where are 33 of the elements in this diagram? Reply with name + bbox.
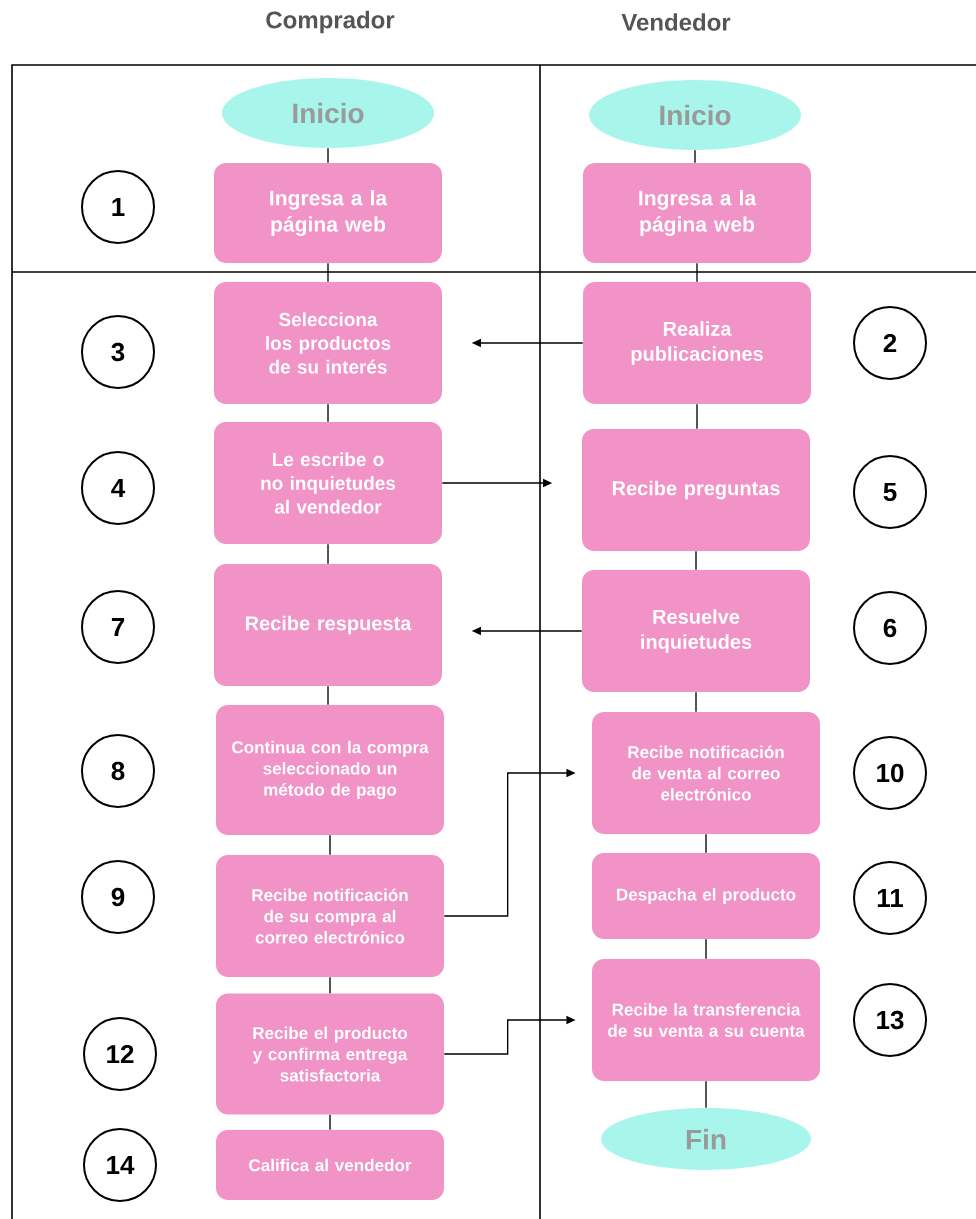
process-box: Ingresa a la página web xyxy=(214,163,442,263)
connector-line xyxy=(329,1114,331,1131)
process-box: Recibe el producto y confirma entrega satisfactoria xyxy=(216,993,444,1115)
connector-line xyxy=(327,543,329,565)
connector-line xyxy=(705,938,707,960)
connector-line xyxy=(705,1080,707,1109)
connector-line xyxy=(329,976,331,994)
process-box: Recibe respuesta xyxy=(214,564,442,686)
connector-line xyxy=(705,833,707,854)
connector-line xyxy=(327,147,329,164)
process-box: Selecciona los productos de su interés xyxy=(214,282,442,404)
connector-line xyxy=(327,403,329,423)
lane-heading: Vendedor xyxy=(621,13,731,31)
connector-line xyxy=(696,403,698,430)
process-box: Despacha el producto xyxy=(592,853,820,939)
connector-line xyxy=(327,685,329,706)
process-box: Le escribe o no inquietudes al vendedor xyxy=(214,422,442,544)
connector-line xyxy=(329,834,331,856)
connector-line xyxy=(696,262,698,283)
process-box: Califica al vendedor xyxy=(216,1130,444,1200)
connector-line xyxy=(694,149,696,164)
process-box: Continua con la compra seleccionado un método de pago xyxy=(216,705,444,835)
connector-line xyxy=(695,691,697,713)
process-box: Realiza publicaciones xyxy=(583,282,811,404)
process-box: Recibe la transferencia de su venta a su cuenta xyxy=(592,959,820,1081)
connector-line xyxy=(695,550,697,571)
process-box: Resuelve inquietudes xyxy=(582,570,810,692)
process-box: Recibe preguntas xyxy=(582,429,810,551)
process-box: Ingresa a la página web xyxy=(583,163,811,263)
connector-line xyxy=(327,262,329,283)
process-box: Recibe notificación de venta al correo electrónico xyxy=(592,712,820,834)
lane-heading: Comprador xyxy=(266,10,395,34)
process-box: Recibe notificación de su compra al correo electrónico xyxy=(216,855,444,977)
